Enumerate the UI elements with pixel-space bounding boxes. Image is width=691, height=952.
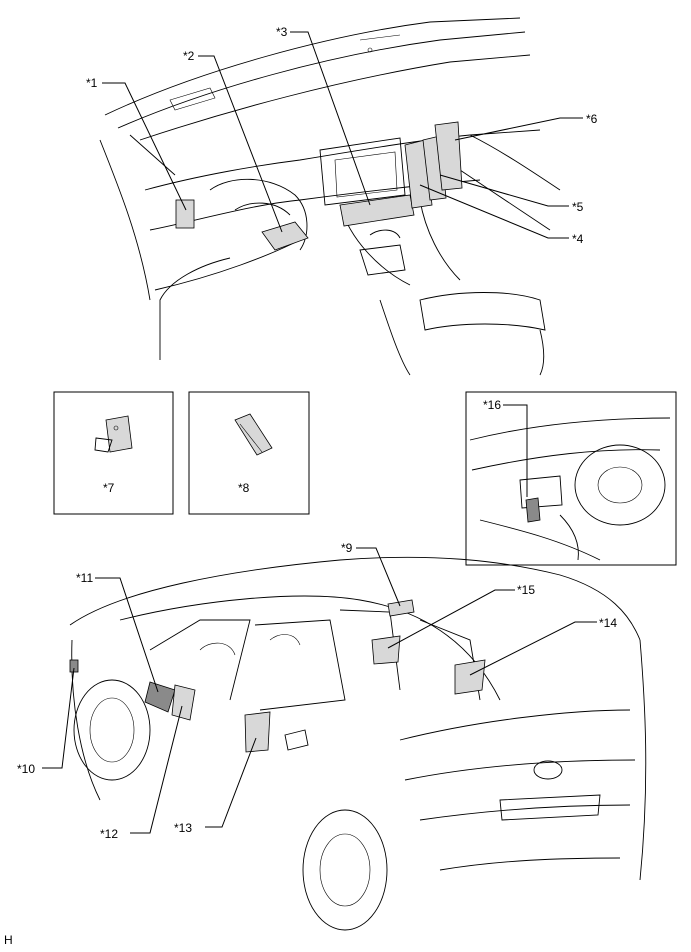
callout-10: *10 (17, 762, 35, 776)
figure-code: H (4, 933, 13, 947)
callout-16: *16 (483, 398, 501, 412)
part-7-illustration (94, 415, 133, 453)
part-12 (171, 684, 196, 721)
part-16-rhd-dash-illustration (469, 417, 671, 561)
part-8-illustration (234, 413, 273, 456)
callout-4: *4 (572, 232, 584, 246)
callout-6: *6 (586, 112, 598, 126)
part-11 (144, 681, 176, 713)
callout-7: *7 (103, 481, 115, 495)
callout-12: *12 (100, 827, 118, 841)
part-2-ecu (261, 221, 309, 251)
leader-lines-top (102, 31, 583, 239)
instrument-panel-illustration (99, 17, 561, 376)
callout-13: *13 (174, 821, 192, 835)
part-14 (454, 659, 486, 695)
part-3-ecu (339, 194, 415, 227)
callout-3: *3 (276, 25, 288, 39)
part-15 (371, 635, 401, 665)
part-6-ecu (434, 121, 463, 191)
leader-lines-bottom (42, 547, 597, 834)
callout-15: *15 (517, 583, 535, 597)
callout-14: *14 (599, 616, 617, 630)
callout-5: *5 (572, 200, 584, 214)
inset-box-16 (465, 391, 677, 566)
callout-8: *8 (238, 481, 250, 495)
callout-11: *11 (76, 571, 93, 585)
callout-9: *9 (341, 541, 353, 555)
callout-1: *1 (86, 76, 98, 90)
vehicle-illustration (69, 556, 647, 931)
leader-16 (503, 404, 528, 497)
part-1-ecu (175, 199, 195, 229)
callout-2: *2 (183, 49, 195, 63)
inset-box-8 (188, 391, 310, 515)
part-13 (244, 711, 271, 753)
inset-box-7 (53, 391, 174, 515)
part-9 (387, 599, 415, 617)
